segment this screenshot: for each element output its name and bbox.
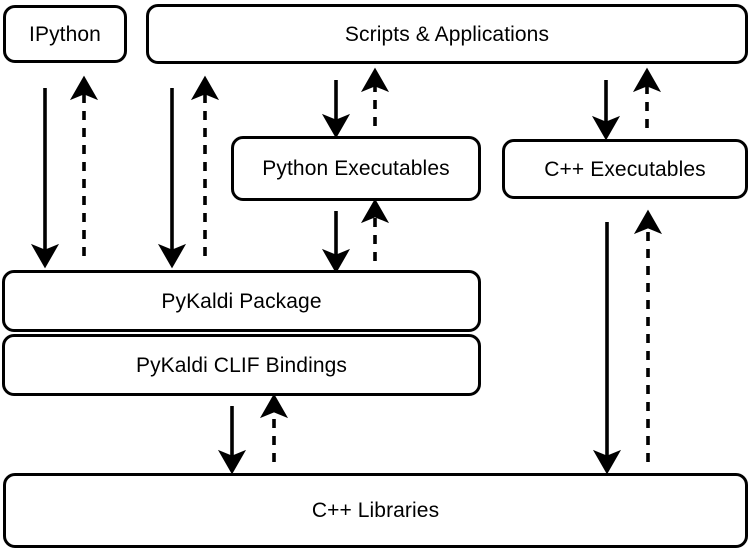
node-scripts-and-applications[interactable]: Scripts & Applications <box>146 4 748 64</box>
node-pykaldi-clif-bindings[interactable]: PyKaldi CLIF Bindings <box>2 334 481 396</box>
node-cpp-libraries-label: C++ Libraries <box>311 499 440 522</box>
node-ipython-label: IPython <box>29 22 101 46</box>
node-ipython[interactable]: IPython <box>3 5 127 63</box>
node-pykaldi-package-label: PyKaldi Package <box>161 289 322 313</box>
node-cpp-libraries[interactable]: C++ Libraries <box>3 473 748 548</box>
node-pykaldi-clif-bindings-label: PyKaldi CLIF Bindings <box>135 353 348 377</box>
node-scripts-and-applications-label: Scripts & Applications <box>344 22 550 46</box>
node-cpp-executables[interactable]: C++ Executables <box>502 139 748 199</box>
node-pykaldi-package[interactable]: PyKaldi Package <box>2 270 481 332</box>
node-python-executables[interactable]: Python Executables <box>231 136 481 201</box>
node-cpp-executables-label: C++ Executables <box>544 157 706 181</box>
node-python-executables-label: Python Executables <box>262 157 450 180</box>
